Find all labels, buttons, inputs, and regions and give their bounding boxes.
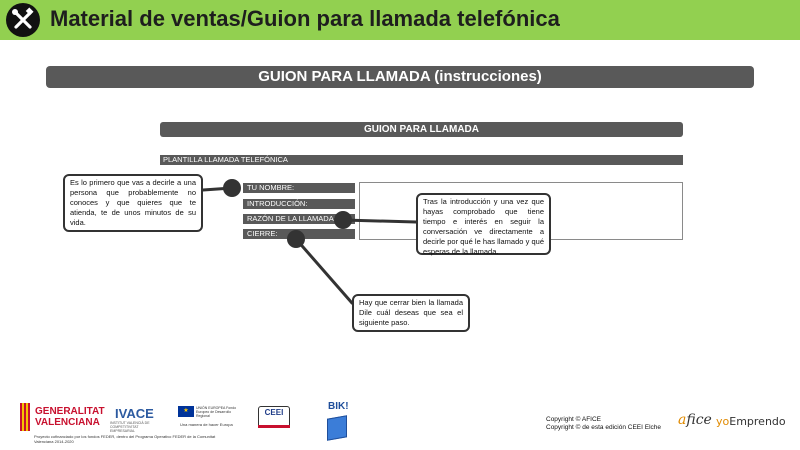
generalitat-logo-icon [20,403,30,431]
generalitat-logo: GENERALITAT VALENCIANA [35,406,105,428]
eu-stars-icon: ★ [183,408,189,414]
ivace-logo: IVACE [115,406,154,421]
ivace-subtitle: INSTITUT VALENCIÀ DE COMPETITIVITAT EMPR… [110,421,150,433]
field-tu-nombre: TU NOMBRE: [243,183,355,193]
field-razon: RAZÓN DE LA LLAMADA: [243,214,355,224]
footer: GENERALITAT VALENCIANA IVACE INSTITUT VA… [0,398,800,450]
callout-closing: Hay que cerrar bien la llamada Dile cuál… [352,294,470,332]
copyright: Copyright © AFICE Copyright © de esta ed… [546,416,661,431]
callout-reason: Tras la introducción y una vez que hayas… [416,193,551,256]
tools-icon [6,3,40,37]
bik-cube-icon [327,415,347,441]
field-introduccion: INTRODUCCIÓN: [243,199,355,209]
page-title: Material de ventas/Guion para llamada te… [50,6,560,31]
section-title: GUION PARA LLAMADA (instrucciones) [46,66,754,88]
yoemprendo-logo: yoEmprendo [716,415,786,428]
template-heading: GUION PARA LLAMADA [160,122,683,137]
eu-motto: Una manera de hacer Europa [180,422,233,427]
template-subheading: PLANTILLA LLAMADA TELEFÓNICA [160,155,683,165]
bik-logo: BIK! [328,401,349,412]
afice-logo: afice [678,412,712,428]
ceei-logo-line [258,425,290,428]
callout-intro: Es lo primero que vas a decirle a una pe… [63,174,203,232]
eu-logo-text: UNIÓN EUROPEA Fondo Europeo de Desarroll… [196,406,237,418]
eu-flag-icon [178,406,194,417]
header-bar: Material de ventas/Guion para llamada te… [0,0,800,40]
funding-footnote: Proyecto cofinanciado por los fondos FED… [34,434,216,444]
